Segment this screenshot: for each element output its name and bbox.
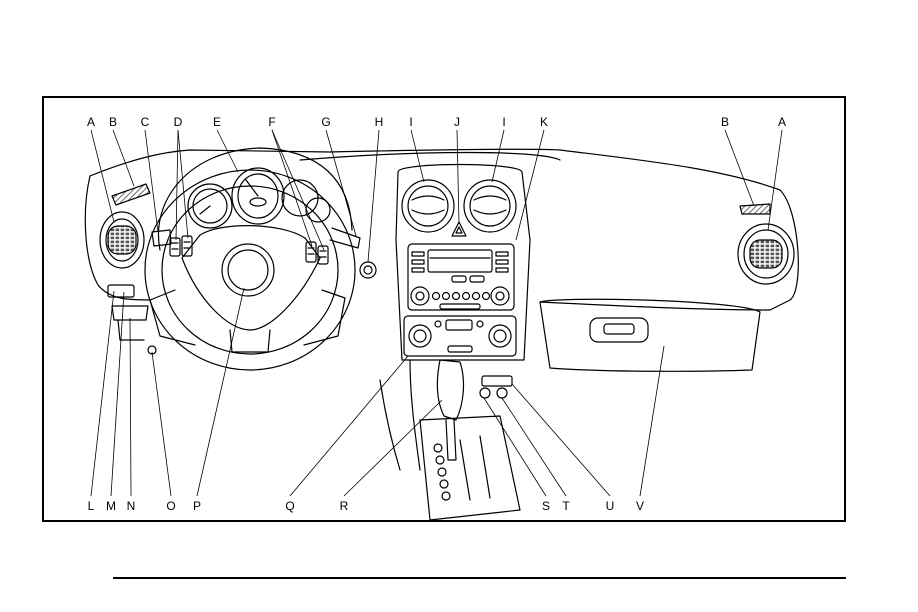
footer-rule xyxy=(113,577,846,579)
callout-label: O xyxy=(166,499,175,513)
callout-label: F xyxy=(268,115,275,129)
audio-system xyxy=(408,244,514,310)
upper-trim-line xyxy=(300,153,560,161)
callout-label: M xyxy=(106,499,116,513)
callout-label: J xyxy=(454,115,460,129)
callout-label: Q xyxy=(285,499,294,513)
floor-lines xyxy=(380,360,420,470)
callout-label: A xyxy=(87,115,95,129)
callout-label: C xyxy=(141,115,150,129)
callout-label: S xyxy=(542,499,550,513)
right-defog-vent xyxy=(740,204,770,214)
right-air-vent xyxy=(738,224,794,284)
callout-label: P xyxy=(193,499,201,513)
callout-label: T xyxy=(562,499,570,513)
callout-label: N xyxy=(127,499,136,513)
callout-label: K xyxy=(540,115,548,129)
callout-label: V xyxy=(636,499,644,513)
left-defog-vent xyxy=(112,184,150,205)
callout-label: L xyxy=(88,499,95,513)
auxiliary-button xyxy=(497,388,507,398)
top-callout-labels: A B C D E F G H I J I K B A xyxy=(87,115,786,129)
callout-label: A xyxy=(778,115,786,129)
hazard-button-inner xyxy=(456,227,462,233)
callout-label: B xyxy=(109,115,117,129)
callout-label: G xyxy=(321,115,330,129)
shift-gate xyxy=(460,436,490,500)
ignition-switch xyxy=(360,262,376,278)
left-wheel-controls xyxy=(170,236,192,256)
callout-label: I xyxy=(502,115,505,129)
callout-label: D xyxy=(174,115,183,129)
callout-label: H xyxy=(375,115,384,129)
glove-box xyxy=(540,299,760,371)
hazard-button xyxy=(452,222,466,236)
callout-label: U xyxy=(606,499,615,513)
callout-label: I xyxy=(409,115,412,129)
gauges xyxy=(188,168,330,228)
power-outlet xyxy=(480,388,490,398)
climate-controls xyxy=(404,316,516,356)
callout-label: B xyxy=(721,115,729,129)
callout-label: E xyxy=(213,115,221,129)
left-air-vent xyxy=(100,212,144,268)
callout-label: R xyxy=(340,499,349,513)
passenger-airbag-indicator xyxy=(482,376,512,386)
bottom-callout-labels: L M N O P Q R S T U V xyxy=(88,499,644,513)
